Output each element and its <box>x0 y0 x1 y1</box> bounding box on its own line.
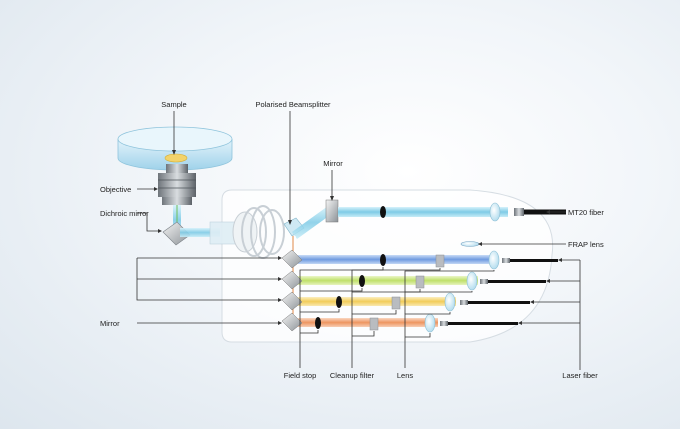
label-polarised-beamsplitter: Polarised Beamsplitter <box>255 100 331 109</box>
sample-specimen <box>164 153 188 163</box>
beam-orange <box>298 318 438 327</box>
beam-diagonal <box>292 206 333 239</box>
mt20-fiber-cable <box>524 209 566 215</box>
label-frap-lens: FRAP lens <box>568 240 604 249</box>
beam-blue <box>298 255 490 264</box>
scanner-rings <box>209 205 285 259</box>
laser-fibers <box>440 258 558 326</box>
sample-dish <box>117 126 233 171</box>
label-dichroic-mirror: Dichroic mirror <box>100 209 149 218</box>
beam-mt20 <box>338 207 508 217</box>
label-cleanup-filter: Cleanup filter <box>330 371 375 380</box>
frap-lens-element <box>460 241 480 247</box>
label-sample: Sample <box>161 100 186 109</box>
objective-lens <box>158 164 196 205</box>
top-mirror-element <box>325 199 339 223</box>
label-mt20-fiber: MT20 fiber <box>568 208 604 217</box>
label-objective: Objective <box>100 185 131 194</box>
label-mirror-top: Mirror <box>323 159 343 168</box>
label-field-stop: Field stop <box>284 371 317 380</box>
mirror-stack <box>281 249 303 332</box>
lens-mt20 <box>489 202 501 222</box>
field-stop-mt20 <box>380 206 386 218</box>
field-stops <box>315 254 386 329</box>
cleanup-filters <box>369 254 445 331</box>
beam-green <box>298 276 478 285</box>
label-mirror-left: Mirror <box>100 319 120 328</box>
leader-lines <box>136 111 581 370</box>
beam-to-scanner <box>180 228 220 237</box>
beam-yellow <box>298 297 456 306</box>
label-lens: Lens <box>397 371 414 380</box>
label-laser-fiber: Laser fiber <box>562 371 598 380</box>
